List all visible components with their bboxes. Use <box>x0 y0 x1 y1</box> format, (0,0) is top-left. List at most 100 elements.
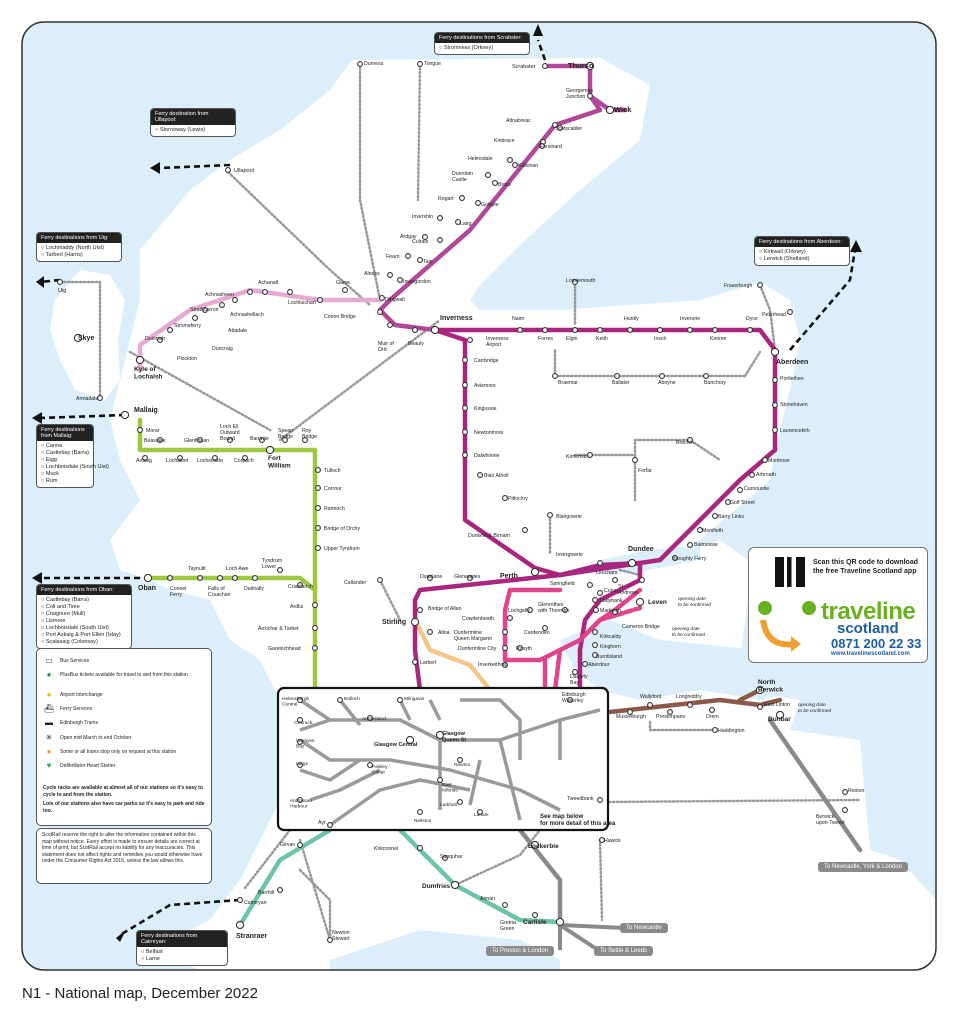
station-dot-roy[interactable] <box>302 437 308 443</box>
station-dot-invergordon[interactable] <box>397 277 403 283</box>
station-dot-dunkeld[interactable] <box>522 527 528 533</box>
station-dot-arisaig[interactable] <box>142 455 148 461</box>
station-dot-balloch[interactable] <box>337 697 343 703</box>
station-dot-scrabster[interactable] <box>542 63 548 69</box>
qr-code-icon[interactable] <box>775 557 805 587</box>
station-dot-thurso[interactable] <box>585 61 595 71</box>
traveline-website-link[interactable]: www.travelinescotland.com <box>831 651 910 657</box>
station-dot-mallaig[interactable] <box>120 410 130 420</box>
station-dot-rogart[interactable] <box>459 195 465 201</box>
station-dot-ullapool[interactable] <box>225 167 231 173</box>
station-dot-plockton[interactable] <box>157 337 163 343</box>
station-dot-braemar[interactable] <box>552 373 558 379</box>
station-dot-blairatholl[interactable] <box>477 472 483 478</box>
station-dot-lossiemouth[interactable] <box>572 279 578 285</box>
station-dot-achnasheen[interactable] <box>262 289 268 295</box>
station-dot-achnashellach[interactable] <box>247 289 253 295</box>
station-dot-aviemore[interactable] <box>462 382 468 388</box>
station-dot-berwick[interactable] <box>842 807 848 813</box>
station-dot-kirkconnel[interactable] <box>417 845 423 851</box>
station-dot-eastkilbride[interactable] <box>437 777 443 783</box>
station-dot-cameronbridge[interactable] <box>612 609 618 615</box>
station-dot-inverness_airport[interactable] <box>467 337 473 343</box>
station-dot-dyce[interactable] <box>747 327 753 333</box>
station-dot-carlisle[interactable] <box>555 917 565 927</box>
station-dot-arbroath[interactable] <box>749 472 755 478</box>
station-dot-golfstreet[interactable] <box>725 499 731 505</box>
station-dot-tyndrum_upper[interactable] <box>315 545 321 551</box>
station-dot-durness[interactable] <box>357 61 363 67</box>
station-dot-dunbar[interactable] <box>775 710 785 720</box>
station-dot-glenrothes[interactable] <box>562 607 568 613</box>
station-dot-crianlarich[interactable] <box>297 582 303 588</box>
station-dot-alloa[interactable] <box>427 629 433 635</box>
station-dot-gleneagles[interactable] <box>467 575 473 581</box>
station-dot-larbert[interactable] <box>412 659 418 665</box>
station-dot-oban[interactable] <box>143 573 153 583</box>
station-dot-fortwilliam[interactable] <box>265 445 275 455</box>
station-dot-sanquhar[interactable] <box>442 855 448 861</box>
station-dot-corpach[interactable] <box>242 455 248 461</box>
station-dot-conon[interactable] <box>377 309 383 315</box>
station-dot-barrhill[interactable] <box>277 887 283 893</box>
station-dot-lanark[interactable] <box>477 809 483 815</box>
station-dot-forfar[interactable] <box>632 457 638 463</box>
station-dot-dumfries[interactable] <box>450 880 460 890</box>
station-dot-forsinard[interactable] <box>539 143 545 149</box>
station-dot-corrour[interactable] <box>315 485 321 491</box>
station-dot-lochgelly[interactable] <box>527 607 533 613</box>
station-dot-pitlochry[interactable] <box>502 495 508 501</box>
station-dot-markinch[interactable] <box>593 607 599 613</box>
station-dot-lockerbie[interactable] <box>530 840 540 850</box>
station-dot-stranraer[interactable] <box>235 920 245 930</box>
station-dot-edinburgh[interactable] <box>567 697 573 703</box>
station-dot-dalgety[interactable] <box>572 669 578 675</box>
station-dot-springfield[interactable] <box>587 582 593 588</box>
station-dot-hawick[interactable] <box>599 837 605 843</box>
station-dot-wallyford[interactable] <box>647 702 653 708</box>
station-dot-helensburgh[interactable] <box>297 697 303 703</box>
station-dot-garve[interactable] <box>342 287 348 293</box>
station-dot-northberwick[interactable] <box>755 685 765 695</box>
station-dot-dundee[interactable] <box>627 558 637 568</box>
station-dot-brechin[interactable] <box>687 437 693 443</box>
station-dot-barrylinks[interactable] <box>712 513 718 519</box>
station-dot-lairg[interactable] <box>455 219 461 225</box>
station-dot-stirling[interactable] <box>410 617 420 627</box>
station-dot-elgin[interactable] <box>572 327 578 333</box>
station-dot-dunfermlineqm[interactable] <box>502 629 508 635</box>
station-dot-wick[interactable] <box>605 105 615 115</box>
station-dot-tulloch[interactable] <box>315 467 321 473</box>
station-dot-neilston[interactable] <box>417 809 423 815</box>
station-dot-invershin[interactable] <box>437 215 443 221</box>
station-dot-monifieth[interactable] <box>697 527 703 533</box>
station-dot-milngavie[interactable] <box>397 697 403 703</box>
station-dot-carrbridge[interactable] <box>462 357 468 363</box>
station-dot-altnabreac[interactable] <box>552 122 558 128</box>
station-dot-rannoch[interactable] <box>315 505 321 511</box>
station-dot-portlethen[interactable] <box>772 377 778 383</box>
station-dot-nairn[interactable] <box>517 327 523 333</box>
station-dot-largs[interactable] <box>297 762 303 768</box>
station-dot-inverkeithing[interactable] <box>502 662 508 668</box>
station-dot-inverness[interactable] <box>430 325 440 335</box>
station-dot-insch[interactable] <box>657 327 663 333</box>
station-dot-helmsdale[interactable] <box>507 157 513 163</box>
station-dot-kirriemuir[interactable] <box>587 452 593 458</box>
station-dot-drem[interactable] <box>709 707 715 713</box>
station-dot-cowdenbeath[interactable] <box>507 615 513 621</box>
station-dot-glasgowqs[interactable] <box>435 730 445 740</box>
station-dot-cardenden[interactable] <box>542 625 548 631</box>
station-dot-locheil[interactable] <box>227 437 233 443</box>
station-dot-armadale[interactable] <box>97 395 103 401</box>
station-dot-taynuilt[interactable] <box>197 575 203 581</box>
station-dot-laurencekirk[interactable] <box>772 427 778 433</box>
station-dot-tyndrum_lower[interactable] <box>277 567 283 573</box>
station-dot-kinghorn[interactable] <box>592 642 598 648</box>
station-dot-banavie[interactable] <box>259 437 265 443</box>
station-dot-newtonmore[interactable] <box>462 429 468 435</box>
station-dot-aboyne[interactable] <box>659 373 665 379</box>
station-dot-ladybank[interactable] <box>592 597 598 603</box>
station-dot-attadale[interactable] <box>219 302 225 308</box>
station-dot-rosyth[interactable] <box>517 645 523 651</box>
